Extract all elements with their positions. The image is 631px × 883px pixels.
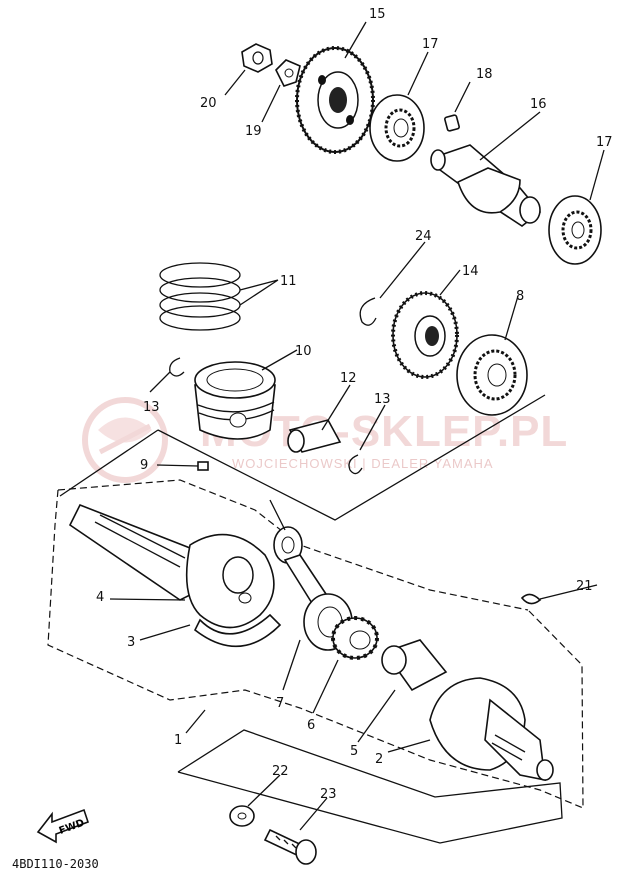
part-23-bolt xyxy=(263,828,317,865)
watermark-subtitle: WOJCIECHOWSKI | DEALER YAMAHA xyxy=(232,456,494,471)
part-13-circlip-left xyxy=(169,357,185,377)
bolt-region-outline xyxy=(177,729,563,844)
callout-1: 1 xyxy=(174,733,182,748)
callout-15: 15 xyxy=(369,7,386,22)
part-8-bearing xyxy=(456,334,528,416)
callout-20: 20 xyxy=(200,96,217,111)
callout-13-right: 13 xyxy=(374,392,391,407)
callout-6: 6 xyxy=(307,718,315,733)
callout-4: 4 xyxy=(96,590,104,605)
part-17-bearing-lower xyxy=(548,195,602,265)
part-18-key xyxy=(444,114,460,132)
part-21-key xyxy=(520,593,542,605)
callout-23: 23 xyxy=(320,787,337,802)
piston-region-outline xyxy=(59,394,546,521)
part-6-needle-bearing xyxy=(331,616,379,660)
part-13-circlip-right xyxy=(348,454,363,475)
part-20-nut xyxy=(241,43,273,73)
part-3-crankshaft-left xyxy=(68,503,282,648)
callout-22: 22 xyxy=(272,764,289,779)
callout-13-left: 13 xyxy=(143,400,160,415)
watermark-logo xyxy=(82,397,168,483)
part-24-circlip xyxy=(359,297,377,326)
callout-10: 10 xyxy=(295,344,312,359)
part-17-bearing-upper xyxy=(369,94,425,162)
part-15-gear xyxy=(295,46,375,154)
part-16-balancer-shaft xyxy=(430,144,542,227)
part-11-piston-rings xyxy=(159,262,241,331)
part-10-piston xyxy=(194,361,276,440)
callout-7: 7 xyxy=(276,696,284,711)
crankshaft-assembly-outline xyxy=(47,479,584,809)
callout-labels: 15 17 18 16 17 20 19 11 24 14 8 10 12 13… xyxy=(96,7,613,802)
callout-11: 11 xyxy=(280,274,297,289)
part-14-gear xyxy=(391,291,459,379)
callout-12: 12 xyxy=(340,371,357,386)
callout-14: 14 xyxy=(462,264,479,279)
fwd-arrow-icon: FWD xyxy=(36,808,90,844)
part-12-piston-pin xyxy=(287,419,342,453)
callout-17-lower: 17 xyxy=(596,135,613,150)
callout-17-upper: 17 xyxy=(422,37,439,52)
callout-9: 9 xyxy=(140,458,148,473)
callout-21: 21 xyxy=(576,579,593,594)
callout-19: 19 xyxy=(245,124,262,139)
part-2-crankshaft-right xyxy=(429,677,554,782)
part-19-lock-washer xyxy=(275,59,301,87)
leader-lines xyxy=(109,21,605,831)
part-5-crank-pin xyxy=(381,639,448,692)
part-7-connecting-rod xyxy=(273,526,353,651)
callout-8: 8 xyxy=(516,289,524,304)
part-9-key xyxy=(197,461,209,471)
callout-16: 16 xyxy=(530,97,547,112)
callout-5: 5 xyxy=(350,744,358,759)
diagram-code: 4BDI110-2030 xyxy=(12,857,99,871)
callout-3: 3 xyxy=(127,635,135,650)
callout-18: 18 xyxy=(476,67,493,82)
part-22-washer xyxy=(229,805,255,827)
callout-24: 24 xyxy=(415,229,432,244)
callout-2: 2 xyxy=(375,752,383,767)
